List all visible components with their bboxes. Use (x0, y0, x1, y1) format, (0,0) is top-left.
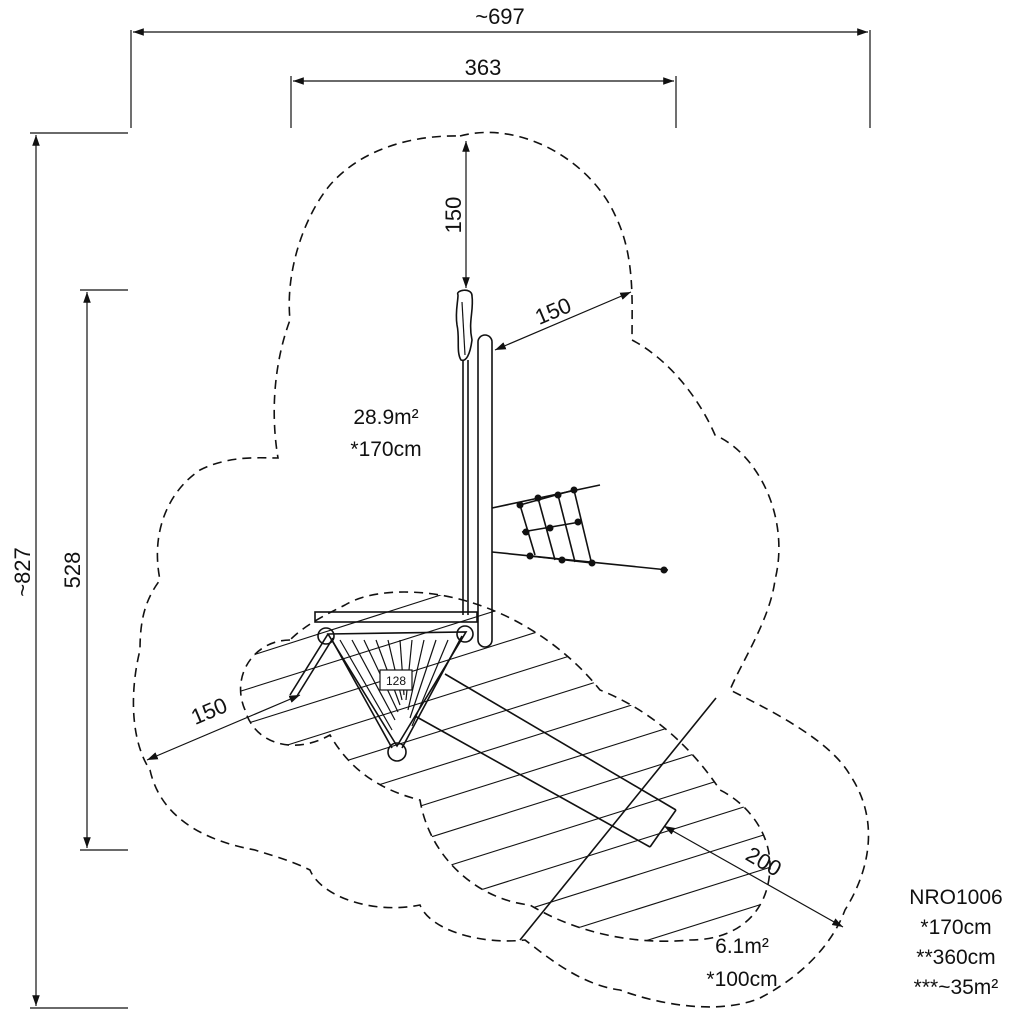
slide-zone-fall-height: *100cm (706, 968, 777, 991)
dimension-slide-clearance: 200 (663, 825, 844, 928)
slide-safety-zone-outline (239, 591, 771, 943)
slide-zone-area: 6.1m² (715, 935, 769, 958)
play-equipment: 128 (289, 289, 677, 848)
overall-height-label: ~827 (10, 547, 35, 597)
overall-width-label: ~697 (475, 4, 525, 29)
main-safety-zone-outline (132, 131, 870, 1008)
dimension-post-clearance: 150 (494, 291, 632, 351)
top-clearance-label: 150 (441, 197, 466, 234)
platform-tag-label: 128 (386, 674, 406, 688)
dimension-overall-width: ~697 (130, 4, 871, 128)
dimension-top-clearance: 150 (441, 141, 470, 288)
dimension-overall-height: ~827 (10, 132, 128, 1009)
inner-width-label: 363 (465, 55, 502, 80)
slide-clearance-label: 200 (742, 841, 786, 881)
product-impact-area: ***~35m² (914, 976, 999, 999)
post-clearance-label: 150 (531, 292, 575, 329)
left-clearance-label: 150 (187, 692, 231, 729)
product-free-fall-height: *170cm (920, 916, 991, 939)
main-zone-fall-height: *170cm (350, 438, 421, 461)
product-code: NRO1006 (909, 886, 1002, 909)
slide-exit-line (519, 697, 717, 941)
dimension-inner-width: 363 (290, 55, 677, 128)
inner-height-label: 528 (60, 552, 85, 589)
dimension-inner-height: 528 (60, 289, 128, 851)
main-zone-area: 28.9m² (353, 406, 418, 429)
dimension-left-clearance: 150 (146, 692, 301, 761)
product-height: **360cm (916, 946, 995, 969)
